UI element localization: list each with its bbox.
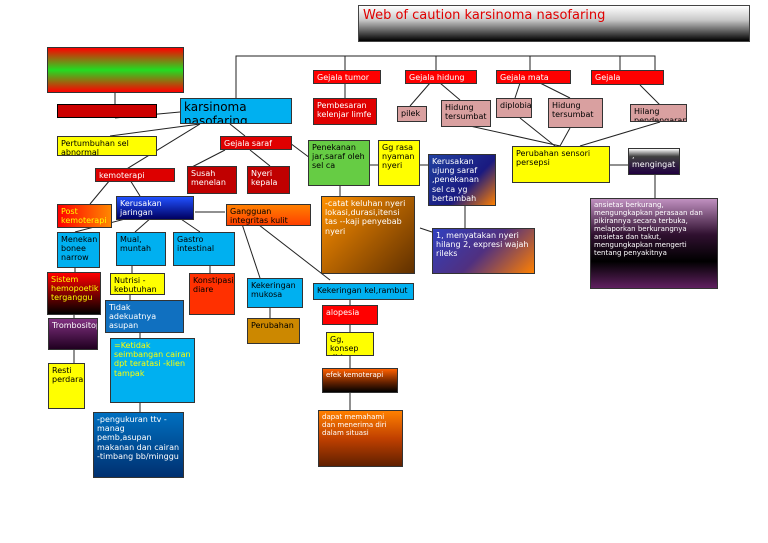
node-hidung-tersumbat-1: Hidung tersumbat [441,100,491,127]
node-menekan-bone: Menekan bonee narrow [57,232,100,268]
node-ketidakseimbangan: =Ketidak seimbangan cairan dpt teratasi … [110,338,195,403]
node-kerusakan-saraf: Kerusakan ujung saraf ,penekanan sel ca … [428,154,496,206]
node-nutrisi: Nutrisi -kebutuhan [110,273,165,295]
node-karsinoma: karsinoma nasofaring [180,98,292,124]
node-penekanan: Penekanan jar,saraf oleh sel ca [308,140,370,186]
node-dapat-memahami: dapat memahami dan menerima diri dalam s… [318,410,403,467]
node-gangguan-integritas: Gangguan integritas kulit [226,204,311,226]
node-mengingat: , mengingat [628,148,680,175]
page-title: Web of caution karsinoma nasofaring [358,5,750,42]
top-connector [235,55,656,100]
node-diplobia: diplobia [496,98,532,118]
node-pertumbuhan: Pertumbuhan sel abnormal [57,136,157,156]
node-kerusakan-jaringan: Kerusakan jaringan [116,196,194,220]
node-pembesaran: Pembesaran kelenjar limfe [313,98,377,125]
node-gg-rasa-nyaman: Gg rasa nyaman nyeri [378,140,420,186]
node-catat-keluhan: -catat keluhan nyeri lokasi,durasi,itens… [321,196,415,274]
node-resti-perdarahan: Resti perdarahan [48,363,85,409]
node-pilek: pilek [397,106,427,122]
node-gg-konsep: Gg, konsep diri [326,332,374,356]
node-red-small [57,104,157,118]
node-susah-menelan: Susah menelan [187,166,237,194]
node-gejala: Gejala [591,70,664,85]
node-kekeringan-mukosa: Kekeringan mukosa [247,278,303,308]
node-gejala-hidung: Gejala hidung [405,70,477,84]
node-kekeringan-kel: Kekeringan kel,rambut [313,283,414,300]
node-menyatakan-nyeri: 1, menyatakan nyeri hilang 2, expresi wa… [432,228,535,274]
node-sistem-hemopoetik: Sistem hemopoetik terganggu [47,272,101,315]
node-alopesia: alopesia [322,305,378,325]
node-nyeri-kepala: Nyeri kepala [247,166,290,194]
node-hidung-tersumbat-2: Hidung tersumbat [548,98,603,128]
node-pengukuran: -pengukuran ttv -manag pemb,asupan makan… [93,412,184,478]
node-mual-muntah: Mual, muntah [116,232,166,266]
node-ansietas: ansietas berkurang, mengungkapkan perasa… [590,198,718,289]
node-post-kemoterapi: Post kemoterapi [57,204,112,228]
node-konstipasi: Konstipasi/ diare [189,273,235,315]
node-perubahan: Perubahan [247,318,300,344]
node-kemoterapi: kemoterapi [95,168,175,182]
node-efek-kemoterapi: efek kemoterapi [322,368,398,393]
node-trombositopenia: Trombositopenia [48,318,98,350]
node-top-left [47,47,184,93]
node-gejala-mata: Gejala mata [496,70,571,84]
node-tidak-adekuat: Tidak adekuatnya asupan [105,300,184,333]
node-perubahan-sensori: Perubahan sensori persepsi [512,146,610,183]
node-hilang-pendengaran: Hilang pendengaran [630,104,687,122]
node-gejala-saraf: Gejala saraf [220,136,292,150]
node-gastro: Gastro intestinal [173,232,235,266]
node-gejala-tumor: Gejala tumor [313,70,381,84]
